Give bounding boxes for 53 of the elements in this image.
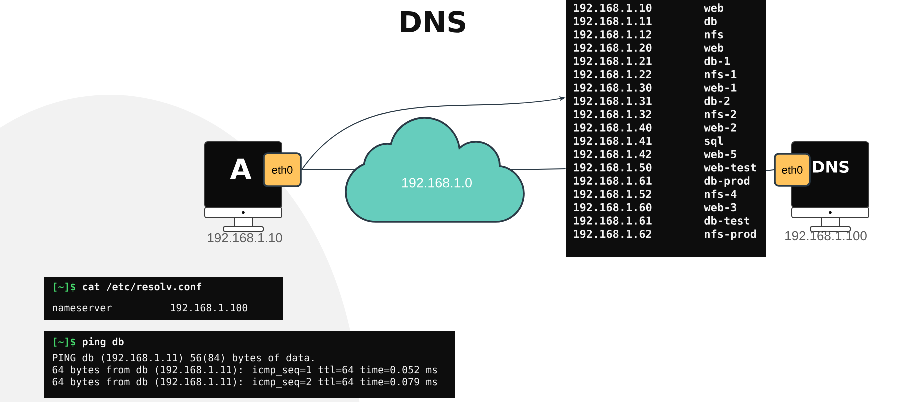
hostname: nfs-prod	[705, 230, 756, 240]
output-text: 64 bytes from db (192.168.1.11): icmp_seq=1 ttl=64 time=0.052 ms	[52, 366, 438, 376]
shell-prompt: [~]$	[54, 282, 76, 292]
ip-address: 192.168.1.41	[574, 136, 652, 146]
command-text: ping db	[83, 337, 124, 348]
hostname: web-3	[704, 203, 736, 212]
ip-address: 192.168.1.20	[574, 44, 652, 52]
hostname: web-5	[704, 150, 736, 158]
ip-address: 192.168.1.52	[574, 190, 652, 198]
shell-prompt: [~]$	[54, 338, 76, 347]
ip-address: 192.168.1.12	[574, 30, 652, 39]
hostname: db-prod	[704, 176, 750, 188]
ip-address: 192.168.1.11	[574, 17, 652, 26]
hostname: sql	[705, 136, 724, 148]
ip-address-label: 192.168.1.100	[786, 231, 867, 241]
ip-address: 192.168.1.61	[574, 216, 652, 225]
ip-address: 192.168.1.30	[574, 84, 652, 92]
connector-line	[766, 170, 775, 172]
ip-address: 192.168.1.32	[574, 110, 652, 119]
hostname: db-2	[704, 96, 730, 106]
network-cloud: 192.168.1.0	[345, 117, 525, 223]
hostname: web	[704, 44, 724, 52]
output-text: 192.168.1.100	[171, 304, 248, 312]
hostname: nfs-1	[705, 70, 737, 79]
ip-address: 192.168.1.22	[574, 70, 652, 79]
ip-address: 192.168.1.40	[574, 124, 652, 132]
output-text: nameserver	[53, 306, 112, 312]
ip-address: 192.168.1.60	[574, 203, 652, 212]
title: DNS	[401, 11, 466, 33]
output-text: 64 bytes from db (192.168.1.11): icmp_seq=2 ttl=64 time=0.079 ms	[52, 378, 438, 388]
hostname: nfs-2	[705, 110, 736, 119]
ip-address-label: 192.168.1.10	[208, 233, 282, 243]
ip-address: 192.168.1.61	[574, 176, 652, 186]
ip-address: 192.168.1.42	[574, 150, 652, 158]
hostname: nfs-4	[705, 190, 737, 198]
interface-box: eth0	[263, 152, 302, 188]
hostname: web-test	[704, 163, 756, 172]
connector-line	[510, 168, 566, 170]
hostname: web-2	[704, 123, 736, 132]
hostname: db-1	[704, 56, 730, 66]
output-text: PING db (192.168.1.11) 56(84) bytes of data.	[53, 354, 314, 364]
ip-address: 192.168.1.31	[574, 96, 652, 106]
interface-box: eth0	[774, 153, 811, 187]
ip-address: 192.168.1.62	[574, 230, 652, 238]
hostname: db-test	[704, 216, 750, 225]
hostname: web-1	[704, 83, 737, 92]
hostname: web	[704, 4, 724, 12]
ip-address: 192.168.1.10	[574, 4, 652, 12]
ip-address: 192.168.1.50	[574, 163, 652, 172]
ip-address: 192.168.1.21	[574, 57, 652, 66]
command-text: cat /etc/resolv.conf	[83, 282, 202, 292]
hostname: nfs	[705, 30, 724, 39]
hostname: db	[704, 16, 717, 26]
